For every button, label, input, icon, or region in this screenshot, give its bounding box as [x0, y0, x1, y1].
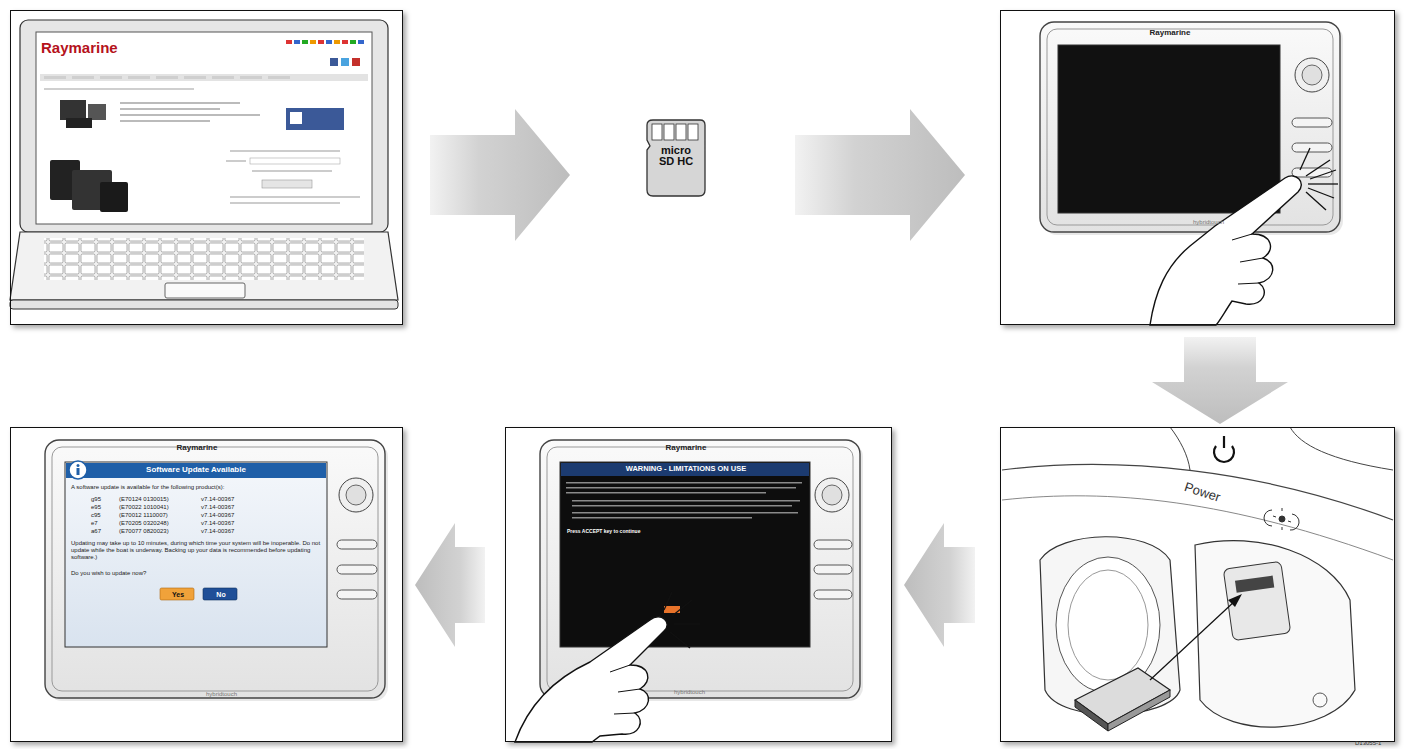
- screen-title: WARNING - LIMITATIONS ON USE: [562, 465, 810, 474]
- card-slot-illustration: [1002, 427, 1393, 731]
- table-cell: e7: [91, 520, 117, 527]
- brand-logo: Raymarine: [41, 39, 161, 56]
- table-cell: v7.14-00367: [201, 520, 261, 527]
- table-cell: e95: [91, 504, 117, 511]
- card-logo: micro SD HC: [654, 145, 698, 167]
- screen-title: Software Update Available: [86, 465, 306, 474]
- button-label: Yes: [161, 589, 195, 601]
- table-cell: (E70205 0320248): [119, 520, 199, 527]
- model-name: hybridtouch: [1193, 219, 1253, 226]
- power-label: Power: [1182, 480, 1244, 513]
- screen-text: A software update is available for the f…: [71, 484, 331, 491]
- flow-arrow: [1152, 337, 1288, 424]
- brand-name: Raymarine: [157, 443, 237, 452]
- table-cell: (E70077 0820023): [119, 528, 199, 535]
- table-cell: (E70012 1110007): [119, 512, 199, 519]
- step-panel: RaymarineSoftware Update Available A soft…: [10, 427, 403, 742]
- display-illustration: [1040, 22, 1343, 325]
- figure-id: D13055-1: [1355, 740, 1381, 746]
- table-cell: v7.14-00367: [201, 528, 261, 535]
- screen-text: Do you wish to update now?: [71, 570, 271, 577]
- update-display-illustration: [45, 440, 388, 701]
- laptop-illustration: [10, 20, 398, 309]
- step-panel: RaymarineWARNING - LIMITATIONS ON USE Pre…: [505, 427, 892, 742]
- model-name: hybridtouch: [674, 689, 734, 696]
- table-cell: c95: [91, 512, 117, 519]
- flow-arrow: [795, 109, 965, 241]
- table-cell: (E70124 0130015): [119, 496, 199, 503]
- step-panel: Raymarine hybridtouch: [1000, 10, 1395, 325]
- model-name: hybridtouch: [206, 691, 266, 698]
- flow-arrow: [430, 109, 570, 241]
- table-cell: (E70022 1010041): [119, 504, 199, 511]
- sd-card: micro SD HC: [645, 118, 707, 198]
- warning-display-illustration: [515, 440, 863, 742]
- brand-name: Raymarine: [646, 443, 726, 452]
- screen-text: Updating may take up to 10 minutes, duri…: [71, 540, 326, 561]
- table-cell: g95: [91, 496, 117, 503]
- flow-arrow: [415, 523, 485, 647]
- table-cell: a67: [91, 528, 117, 535]
- screen-text: Press ACCEPT key to continue: [567, 529, 767, 535]
- table-cell: v7.14-00367: [201, 512, 261, 519]
- step-panel: Raymarine: [10, 10, 403, 325]
- sd-card-illustration: [647, 120, 705, 196]
- step-panel: Power: [1000, 427, 1395, 742]
- table-cell: v7.14-00367: [201, 496, 261, 503]
- button-label: No: [204, 589, 238, 601]
- flow-arrow: [904, 523, 975, 647]
- table-cell: v7.14-00367: [201, 504, 261, 511]
- brand-name: Raymarine: [1130, 28, 1210, 37]
